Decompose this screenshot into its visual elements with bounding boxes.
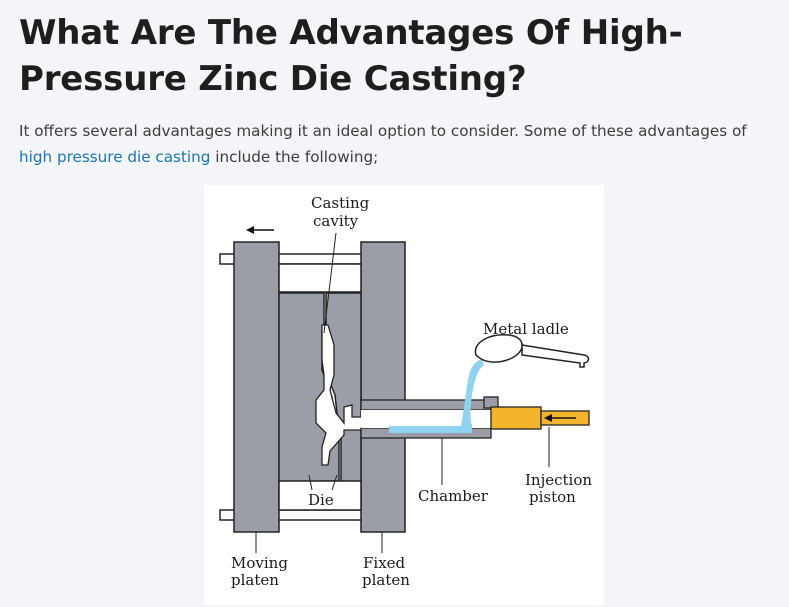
label-casting-cavity-line2: cavity	[313, 212, 359, 230]
intro-text-after-link: include the following;	[210, 148, 379, 166]
arrow-left-icon	[544, 414, 576, 422]
moving-platen	[233, 241, 280, 533]
label-chamber: Chamber	[418, 487, 489, 505]
label-moving-platen-line1: Moving	[231, 554, 288, 572]
die-casting-diagram: Casting cavity Metal ladle Die Chamber I…	[204, 185, 604, 605]
shot-chamber	[360, 399, 492, 411]
die-casting-diagram-svg: Casting cavity Metal ladle Die Chamber I…	[219, 194, 592, 589]
label-fixed-platen-line1: Fixed	[363, 554, 406, 572]
high-pressure-die-casting-link[interactable]: high pressure die casting	[19, 148, 211, 166]
molten-metal	[389, 359, 484, 433]
label-casting-cavity-line1: Casting	[311, 194, 370, 212]
metal-ladle	[474, 334, 590, 368]
page-title: What Are The Advantages Of High-Pressure…	[19, 13, 683, 99]
label-die: Die	[308, 491, 334, 509]
label-injection-piston-line2: piston	[529, 488, 576, 506]
label-moving-platen-line2: platen	[231, 571, 279, 589]
injection-piston-body	[490, 406, 542, 430]
intro-text-before-link: It offers several advantages making it a…	[19, 122, 747, 140]
label-metal-ladle: Metal ladle	[483, 320, 569, 338]
fixed-platen	[360, 241, 406, 533]
arrow-left-icon	[246, 226, 274, 234]
label-fixed-platen-line2: platen	[362, 571, 410, 589]
label-injection-piston-line1: Injection	[525, 471, 592, 489]
intro-paragraph: It offers several advantages making it a…	[19, 118, 779, 170]
